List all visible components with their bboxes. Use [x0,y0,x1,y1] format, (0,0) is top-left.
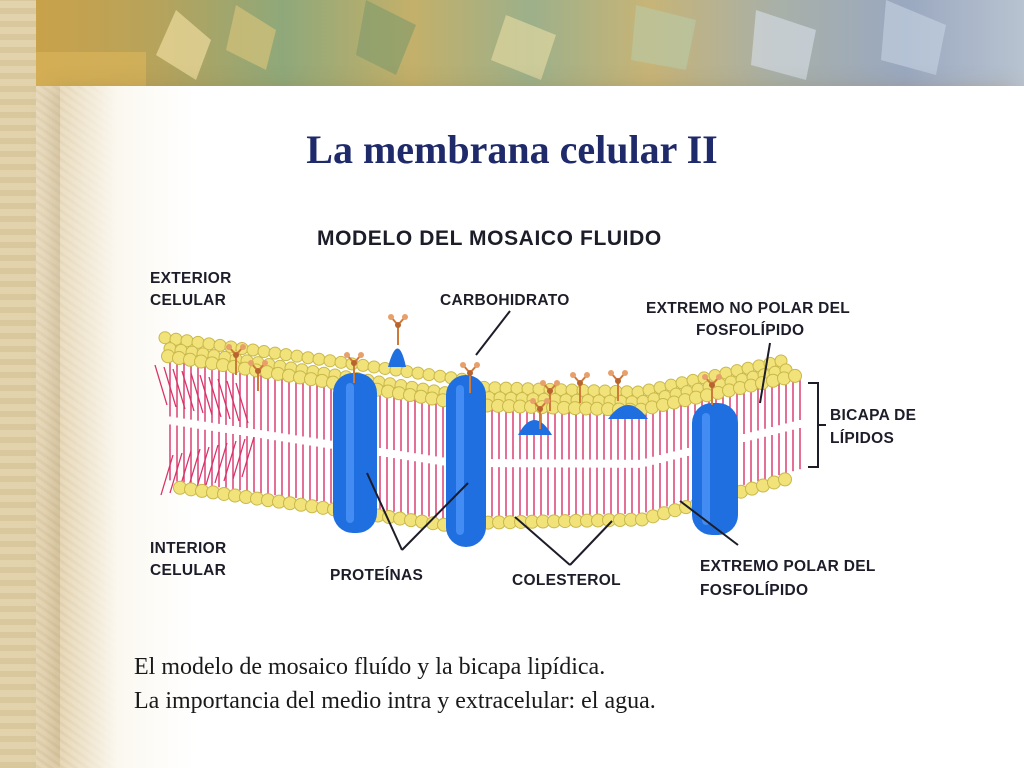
bilayer-bracket [808,382,826,468]
label-carbohidrato: CARBOHIDRATO [440,292,570,309]
carbohydrate-chains [226,314,722,429]
lipid-heads [158,331,802,535]
protein-peripheral-right [608,405,648,419]
label-bicapa-line2: LÍPIDOS [830,430,894,447]
caption-line-2: La importancia del medio intra y extrace… [134,688,656,714]
label-interior-line2: CELULAR [150,562,226,579]
top-decorative-banner [36,0,1024,86]
diagram-heading: MODELO DEL MOSAICO FLUIDO [317,227,662,250]
label-polar-line2: FOSFOLÍPIDO [700,582,808,599]
left-decorative-strip [0,0,36,768]
label-exterior-line1: EXTERIOR [150,270,232,287]
fluid-mosaic-diagram: MODELO DEL MOSAICO FLUIDO EXTERIOR CELUL… [150,227,916,599]
label-no-polar-line2: FOSFOLÍPIDO [696,322,804,339]
protein-peripheral-top [388,348,406,367]
protein-center-transmembrane [446,375,486,547]
label-interior-line1: INTERIOR [150,540,226,557]
label-proteinas: PROTEÍNAS [330,567,423,584]
slide-title: La membrana celular II [306,127,718,172]
label-no-polar-line1: EXTREMO NO POLAR DEL [646,300,850,317]
label-bicapa-line1: BICAPA DE [830,407,916,424]
slide-caption: El modelo de mosaico fluído y la bicapa … [134,650,1004,718]
label-exterior-line2: CELULAR [150,292,226,309]
lipid-tails [154,360,801,522]
protein-left-transmembrane [333,373,377,533]
label-colesterol: COLESTEROL [512,572,621,589]
membrane-bilayer [154,314,802,547]
protein-right-transmembrane [692,403,738,535]
caption-line-1: El modelo de mosaico fluído y la bicapa … [134,654,606,680]
protein-peripheral-center [518,420,552,435]
pointer-lines [366,310,771,566]
label-polar-line1: EXTREMO POLAR DEL [700,558,876,575]
